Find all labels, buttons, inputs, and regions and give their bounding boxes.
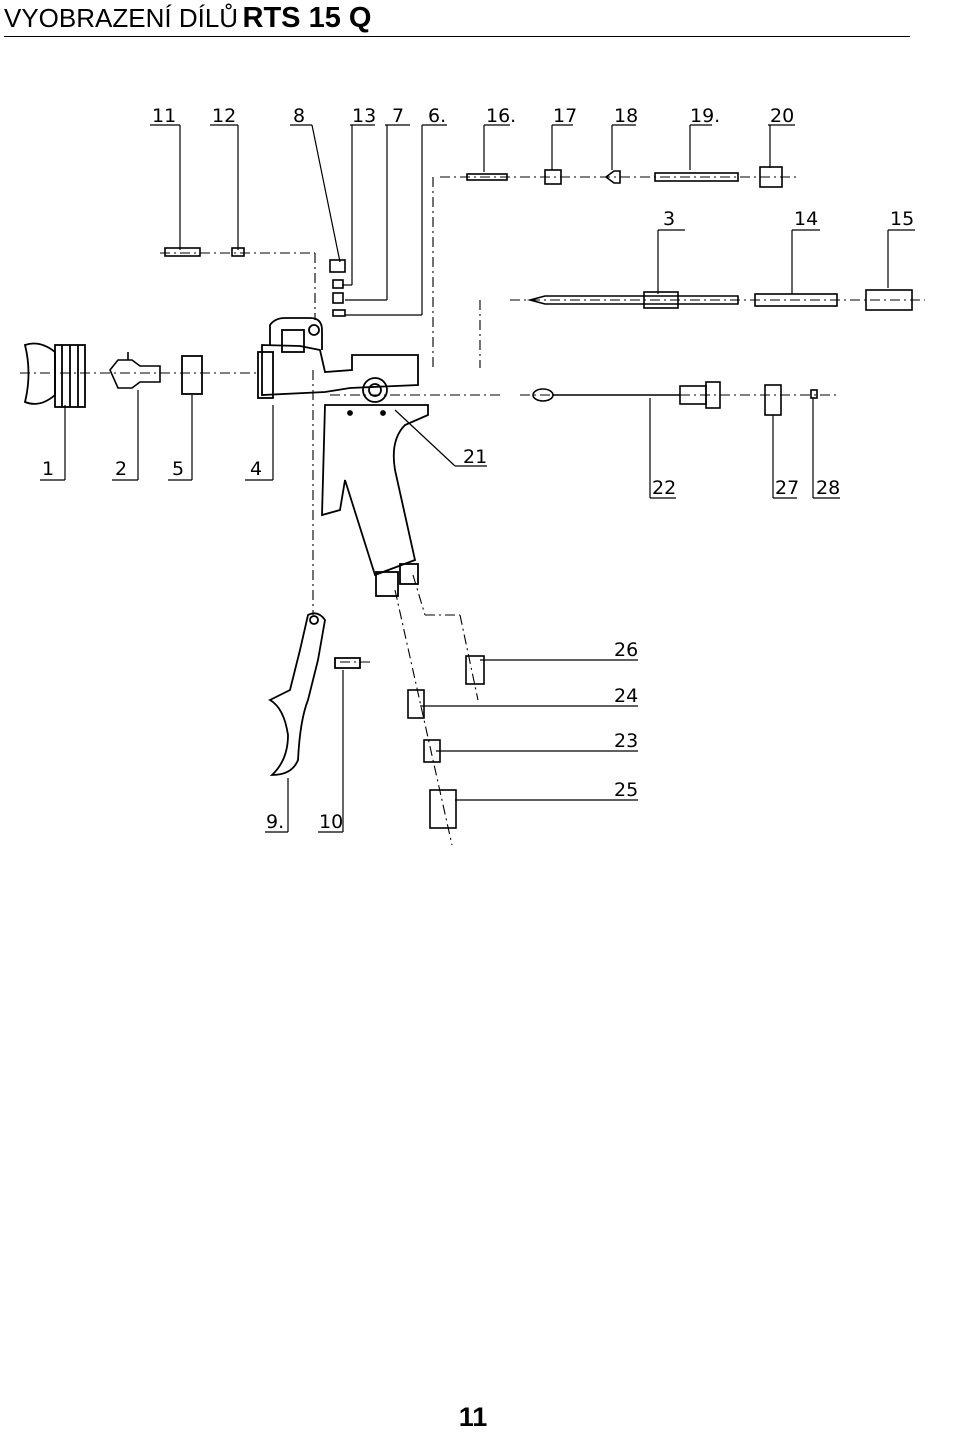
part-label-7: 7	[392, 105, 404, 127]
part-label-5: 5	[172, 458, 184, 480]
air-valve-assembly	[532, 381, 818, 416]
part-label-11: 11	[152, 105, 176, 127]
page-header: VYOBRAZENÍ DÍLŮ RTS 15 Q	[4, 0, 910, 37]
trigger	[268, 612, 361, 776]
part-label-3: 3	[663, 208, 675, 230]
page-title: VYOBRAZENÍ DÍLŮ RTS 15 Q	[4, 0, 371, 41]
part-label-28: 28	[816, 477, 840, 499]
part-label-12: 12	[212, 105, 236, 127]
title-part-2: RTS 15 Q	[242, 2, 372, 34]
part-label-15: 15	[890, 208, 914, 230]
part-label-6: 6.	[428, 105, 446, 127]
part-label-10: 10	[319, 811, 343, 833]
bottom-fittings	[407, 655, 485, 829]
air-cap	[23, 342, 86, 408]
part-label-13: 13	[352, 105, 376, 127]
part-label-24: 24	[614, 685, 638, 707]
part-label-18: 18	[614, 105, 638, 127]
part-label-4: 4	[250, 458, 262, 480]
top-small-parts	[164, 166, 783, 317]
ring	[181, 355, 203, 395]
page-number: 11	[458, 1402, 488, 1432]
needle-assembly	[526, 289, 913, 311]
part-label-9: 9.	[266, 811, 284, 833]
part-label-2: 2	[115, 458, 127, 480]
part-label-22: 22	[652, 477, 676, 499]
part-label-26: 26	[614, 639, 638, 661]
part-labels: 11 12 8 13 7 6. 16. 17 18 19. 20 3 14 15…	[42, 105, 914, 833]
part-label-20: 20	[770, 105, 794, 127]
part-label-8: 8	[293, 105, 305, 127]
part-label-16: 16.	[486, 105, 516, 127]
part-label-21: 21	[463, 446, 487, 468]
gun-body	[261, 317, 429, 597]
title-part-1: VYOBRAZENÍ DÍLŮ	[4, 3, 239, 33]
part-label-14: 14	[794, 208, 818, 230]
leader-lines	[40, 124, 915, 833]
part-label-25: 25	[614, 779, 638, 801]
nozzle	[109, 352, 161, 389]
part-label-27: 27	[775, 477, 799, 499]
part-label-17: 17	[553, 105, 577, 127]
exploded-parts-drawing: 11 12 8 13 7 6. 16. 17 18 19. 20 3 14 15…	[20, 105, 925, 846]
axis-lines	[20, 176, 925, 846]
part-label-23: 23	[614, 730, 638, 752]
front-cap	[257, 351, 274, 399]
part-label-1: 1	[42, 458, 54, 480]
part-label-19: 19.	[690, 105, 720, 127]
